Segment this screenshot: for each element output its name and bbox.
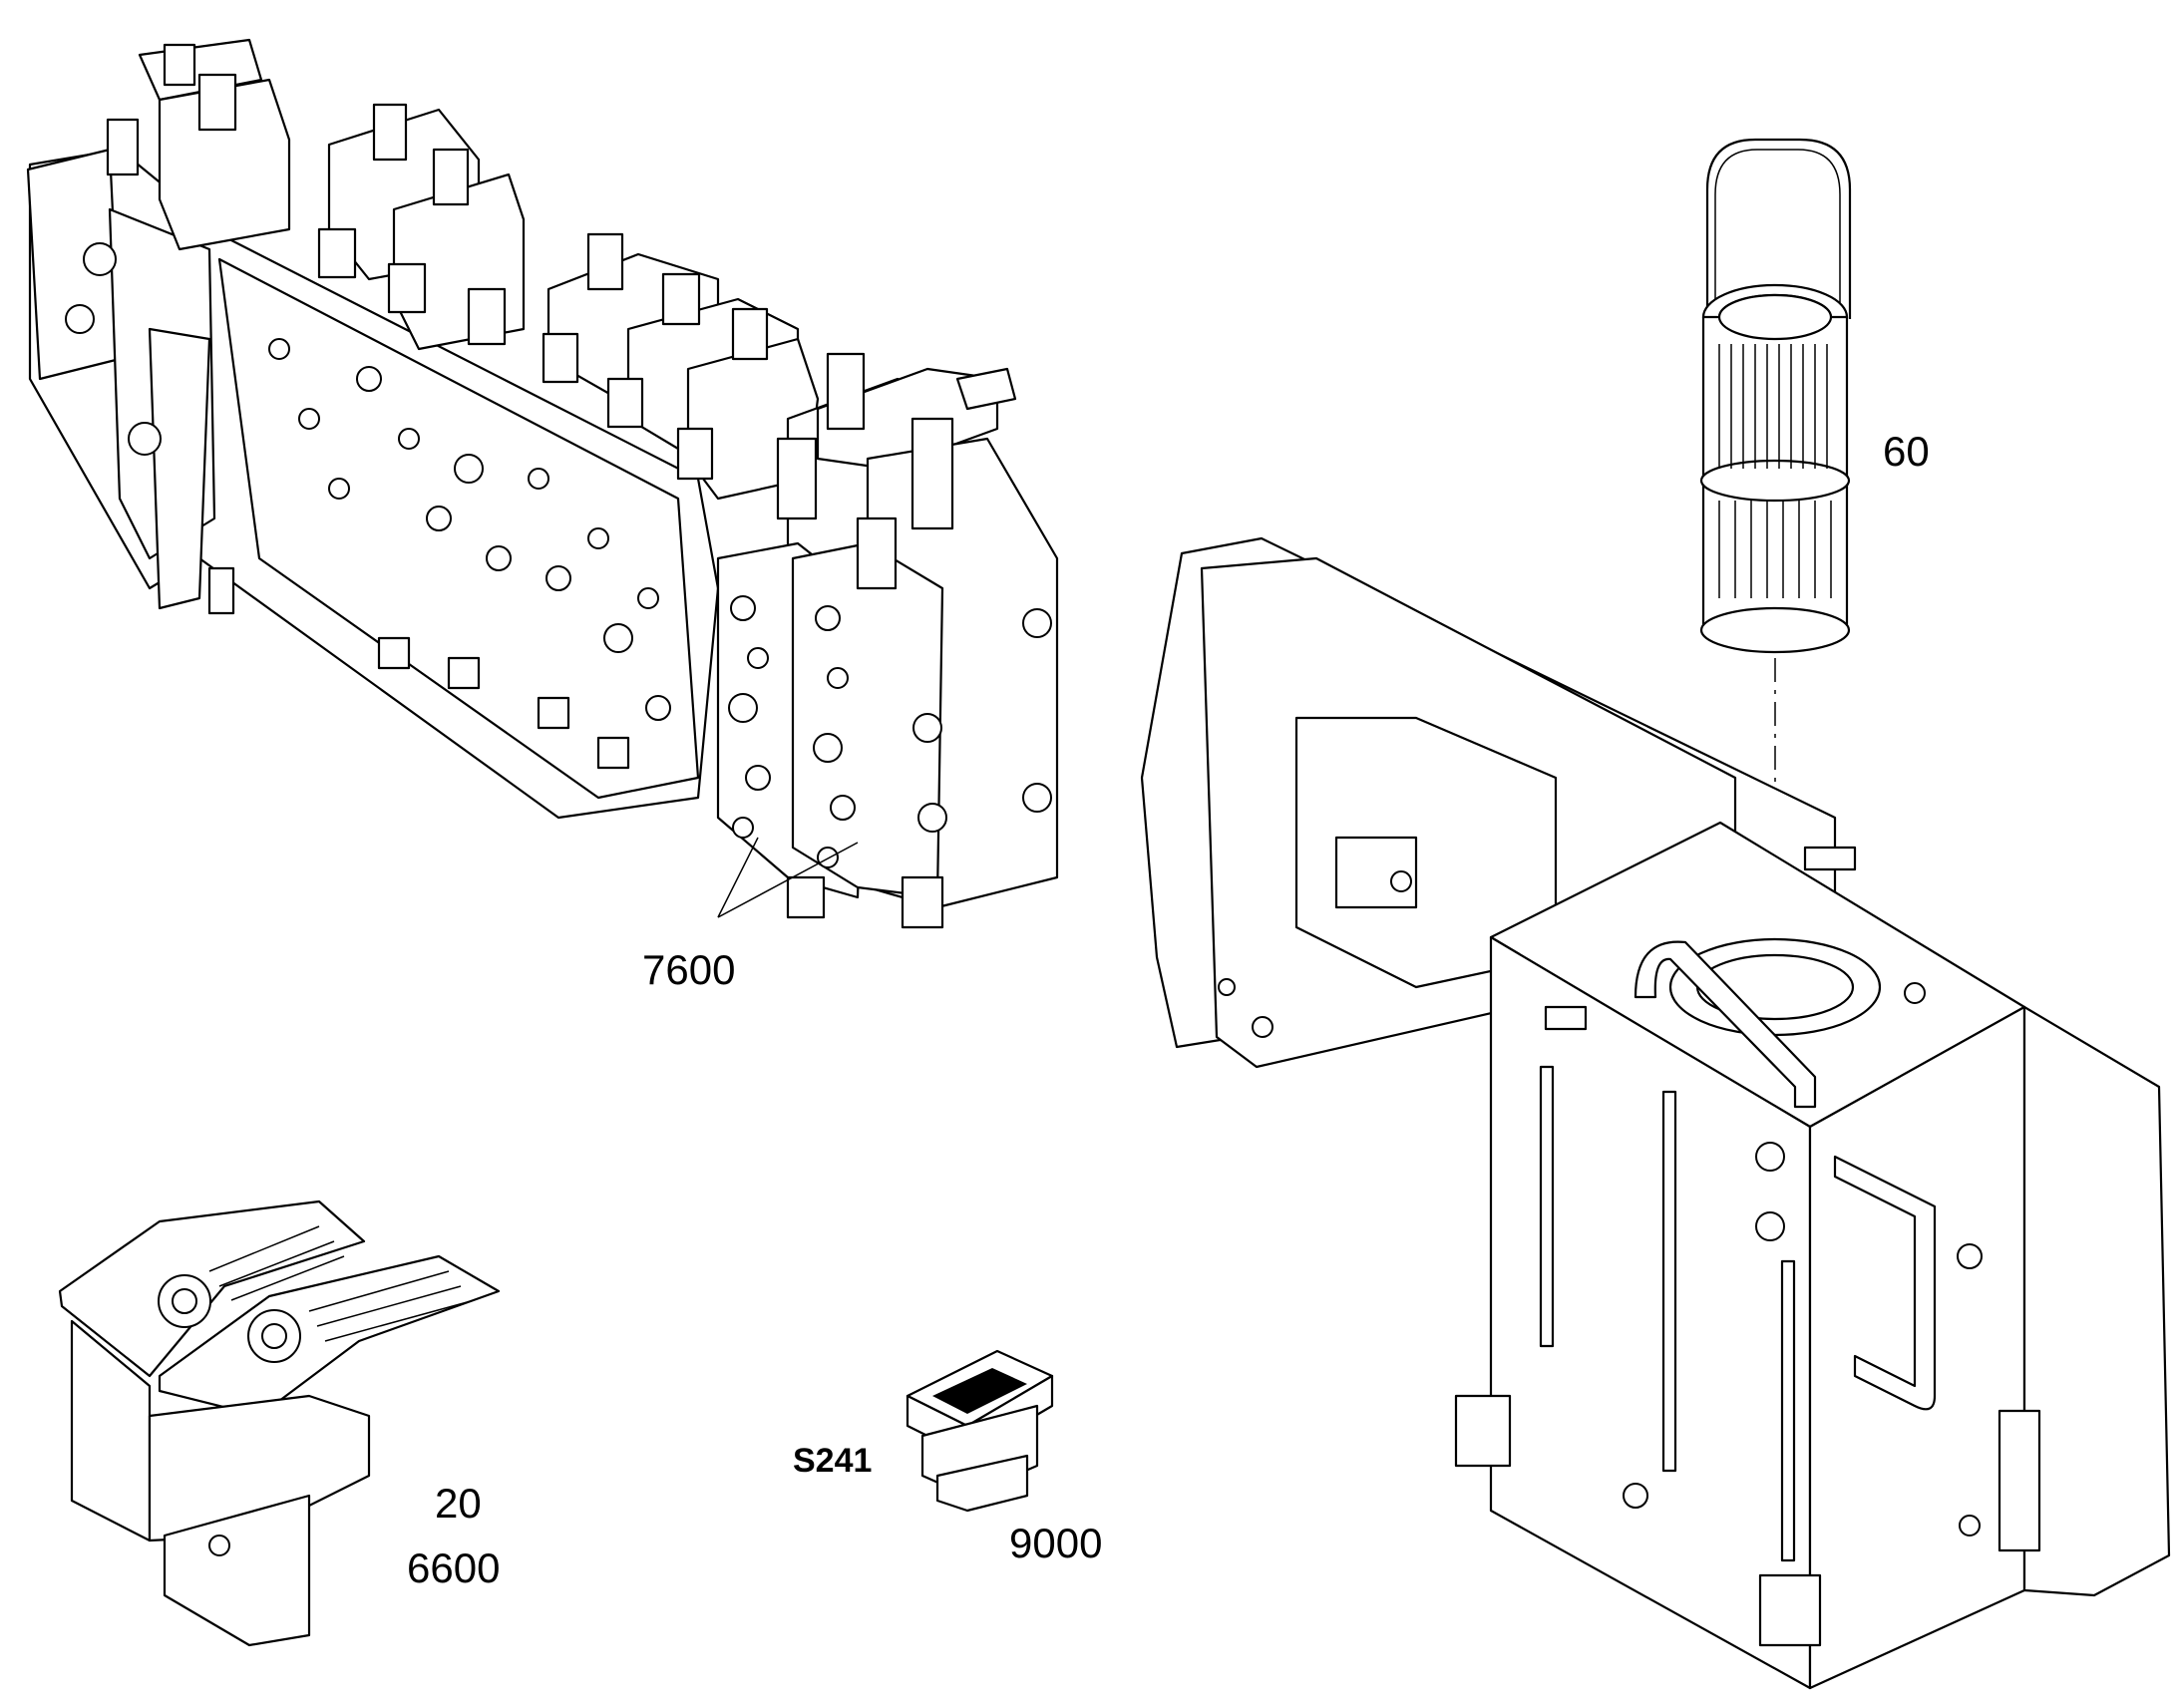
valve-section-7600 bbox=[716, 352, 1059, 929]
callout-20: 20 bbox=[435, 1480, 482, 1527]
rocker-switch bbox=[906, 1349, 1054, 1513]
filter-element-60 bbox=[1699, 138, 1852, 997]
callout-6600: 6600 bbox=[407, 1544, 501, 1591]
foot-pedal-assembly bbox=[58, 1199, 501, 1647]
callout-60: 60 bbox=[1883, 428, 1930, 475]
hydraulic-tank bbox=[1140, 536, 2171, 1690]
callout-9000: 9000 bbox=[1009, 1520, 1103, 1566]
control-valve-bank bbox=[26, 38, 820, 820]
callout-s241: S241 bbox=[793, 1442, 873, 1480]
callout-7600: 7600 bbox=[642, 946, 736, 993]
